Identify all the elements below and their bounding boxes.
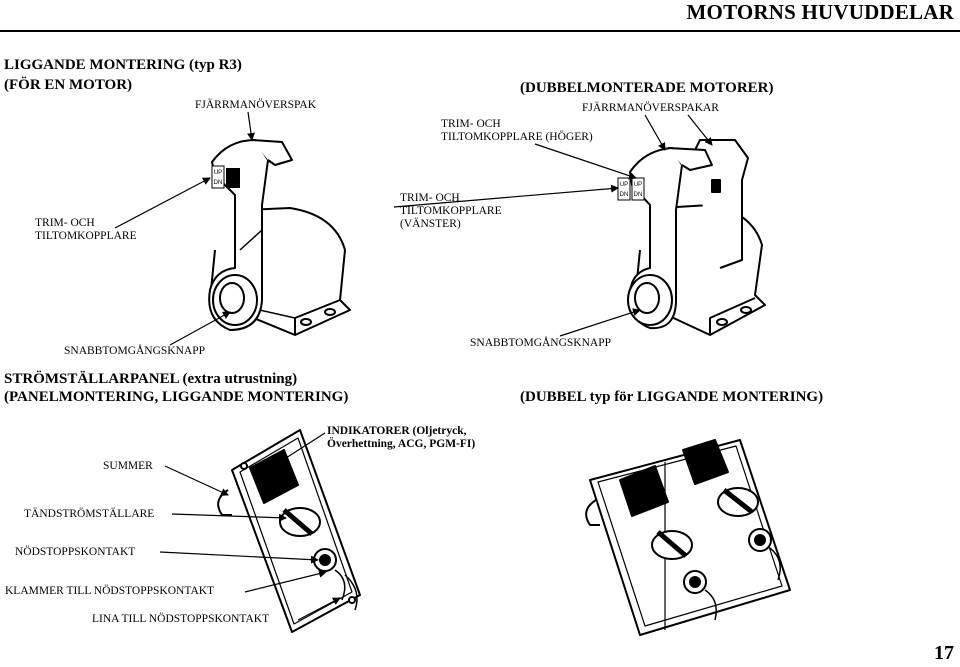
indicators-label-line1: INDIKATORER (Oljetryck, [327, 425, 467, 437]
svg-text:DN: DN [634, 192, 643, 198]
fast-idle-label-dual: SNABBTOMGÅNGSKNAPP [470, 337, 612, 349]
trim-right-label-line2: TILTOMKOPPLARE (HÖGER) [441, 131, 593, 143]
dual-panel-title: (DUBBEL typ för LIGGANDE MONTERING) [520, 389, 824, 405]
single-remote-control-drawing [208, 139, 351, 336]
trim-switch-icon-single: UP DN [211, 165, 240, 189]
trim-right-label-line1: TRIM- OCH [441, 118, 501, 130]
indicators-label-line2: Överhettning, ACG, PGM-FI) [327, 438, 476, 450]
svg-text:DN: DN [214, 180, 223, 186]
remote-levers-label: FJÄRRMANÖVERSPAKAR [582, 102, 719, 114]
svg-text:UP: UP [634, 182, 642, 188]
dual-remote-control-drawing [627, 139, 766, 336]
dual-mount-title: (DUBBELMONTERADE MOTORER) [520, 80, 774, 96]
single-mount-title: LIGGANDE MONTERING (typ R3) [4, 57, 242, 73]
fast-idle-label-single: SNABBTOMGÅNGSKNAPP [64, 345, 206, 357]
page-number: 17 [934, 642, 954, 664]
trim-left-label-line2: TILTOMKOPPLARE [400, 205, 502, 217]
trim-switch-icon-dual: UP DN UP DN [617, 177, 645, 201]
single-switch-panel-drawing [217, 429, 361, 633]
remote-lever-label: FJÄRRMANÖVERSPAK [195, 99, 317, 111]
emergency-stop-label: NÖDSTOPPSKONTAKT [15, 546, 136, 558]
header-rule [0, 30, 960, 32]
trim-left-label-line1: TRIM- OCH [400, 192, 460, 204]
dual-switch-panel-drawing [585, 439, 791, 636]
trim-switch-label-line2: TILTOMKOPPLARE [35, 230, 137, 242]
trim-switch-label-line1: TRIM- OCH [35, 217, 95, 229]
switch-panel-subtitle: (PANELMONTERING, LIGGANDE MONTERING) [4, 389, 349, 405]
ignition-label: TÄNDSTRÖMSTÄLLARE [24, 508, 155, 520]
buzzer-label: SUMMER [103, 460, 153, 472]
stop-lanyard-label: LINA TILL NÖDSTOPPSKONTAKT [92, 613, 270, 625]
page-header-title: MOTORNS HUVUDDELAR [686, 0, 954, 24]
svg-text:UP: UP [620, 182, 628, 188]
trim-left-label-line3: (VÄNSTER) [400, 218, 461, 230]
leader-lines [114, 111, 713, 621]
stop-clip-label: KLAMMER TILL NÖDSTOPPSKONTAKT [5, 585, 215, 597]
single-mount-subtitle: (FÖR EN MOTOR) [4, 77, 133, 93]
svg-text:DN: DN [620, 192, 629, 198]
switch-panel-title: STRÖMSTÄLLARPANEL (extra utrustning) [4, 371, 298, 387]
svg-text:UP: UP [214, 170, 222, 176]
